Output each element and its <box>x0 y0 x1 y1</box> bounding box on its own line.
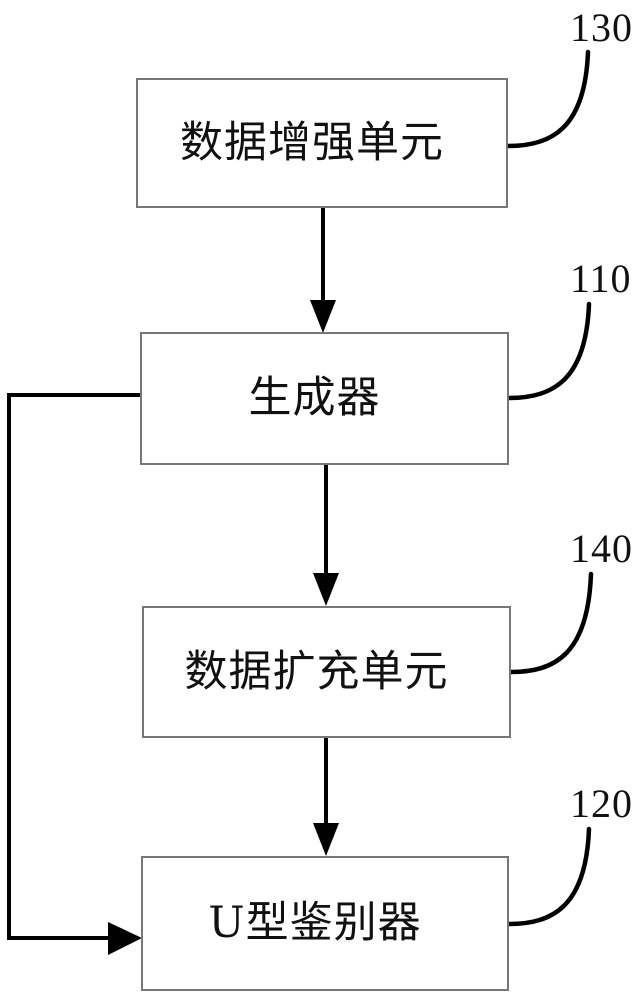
connector-generator-to-discriminator-feedback <box>7 393 142 955</box>
reference-numeral-120: 120 <box>570 781 633 826</box>
block-label-u-shaped-discriminator: U型鉴别器 <box>208 898 422 948</box>
leader-line-130 <box>505 49 591 149</box>
leader-line-110 <box>506 301 592 401</box>
reference-numeral-110: 110 <box>570 256 632 301</box>
block-label-data-augmentation-unit: 数据增强单元 <box>180 117 444 168</box>
connector-augmentation-to-generator <box>310 207 336 333</box>
leader-line-140 <box>508 571 594 675</box>
block-u-shaped-discriminator[interactable]: U型鉴别器 <box>141 856 509 991</box>
block-data-augmentation-unit[interactable]: 数据增强单元 <box>136 78 508 208</box>
reference-numeral-130: 130 <box>570 5 633 50</box>
connector-generator-to-expansion <box>313 464 339 606</box>
block-label-generator: 生成器 <box>248 373 381 423</box>
block-label-data-expansion-unit: 数据扩充单元 <box>184 646 449 697</box>
connector-expansion-to-discriminator <box>313 737 339 856</box>
block-data-expansion-unit[interactable]: 数据扩充单元 <box>142 606 511 738</box>
leader-line-120 <box>506 826 592 927</box>
reference-numeral-140: 140 <box>570 526 633 571</box>
block-generator[interactable]: 生成器 <box>140 332 509 465</box>
